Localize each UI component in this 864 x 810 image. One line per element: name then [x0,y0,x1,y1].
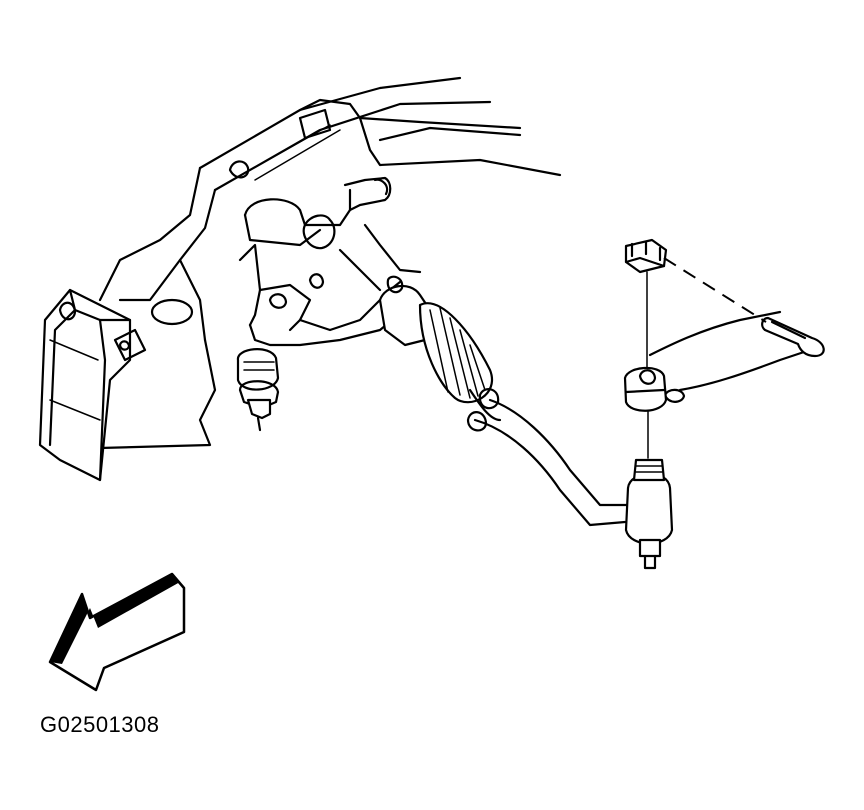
frame-rail [58,76,562,450]
castle-nut [624,238,668,274]
frame-hole [150,298,194,326]
tie-rod-end [624,458,674,570]
lower-control-arm [238,243,412,347]
cotter-pin [761,316,825,358]
tie-rod [466,388,632,527]
rack-and-pinion-boot [378,275,502,422]
knuckle-boss [623,366,668,412]
figure-id-label: G02501308 [40,712,160,737]
front-of-vehicle-arrow [48,572,186,692]
cotter-pin-guide-line [663,257,767,323]
steering-knuckle-arm [648,310,812,403]
upper-control-arm [243,176,422,292]
bumper-bracket [38,288,147,482]
lower-ball-joint [236,348,280,432]
